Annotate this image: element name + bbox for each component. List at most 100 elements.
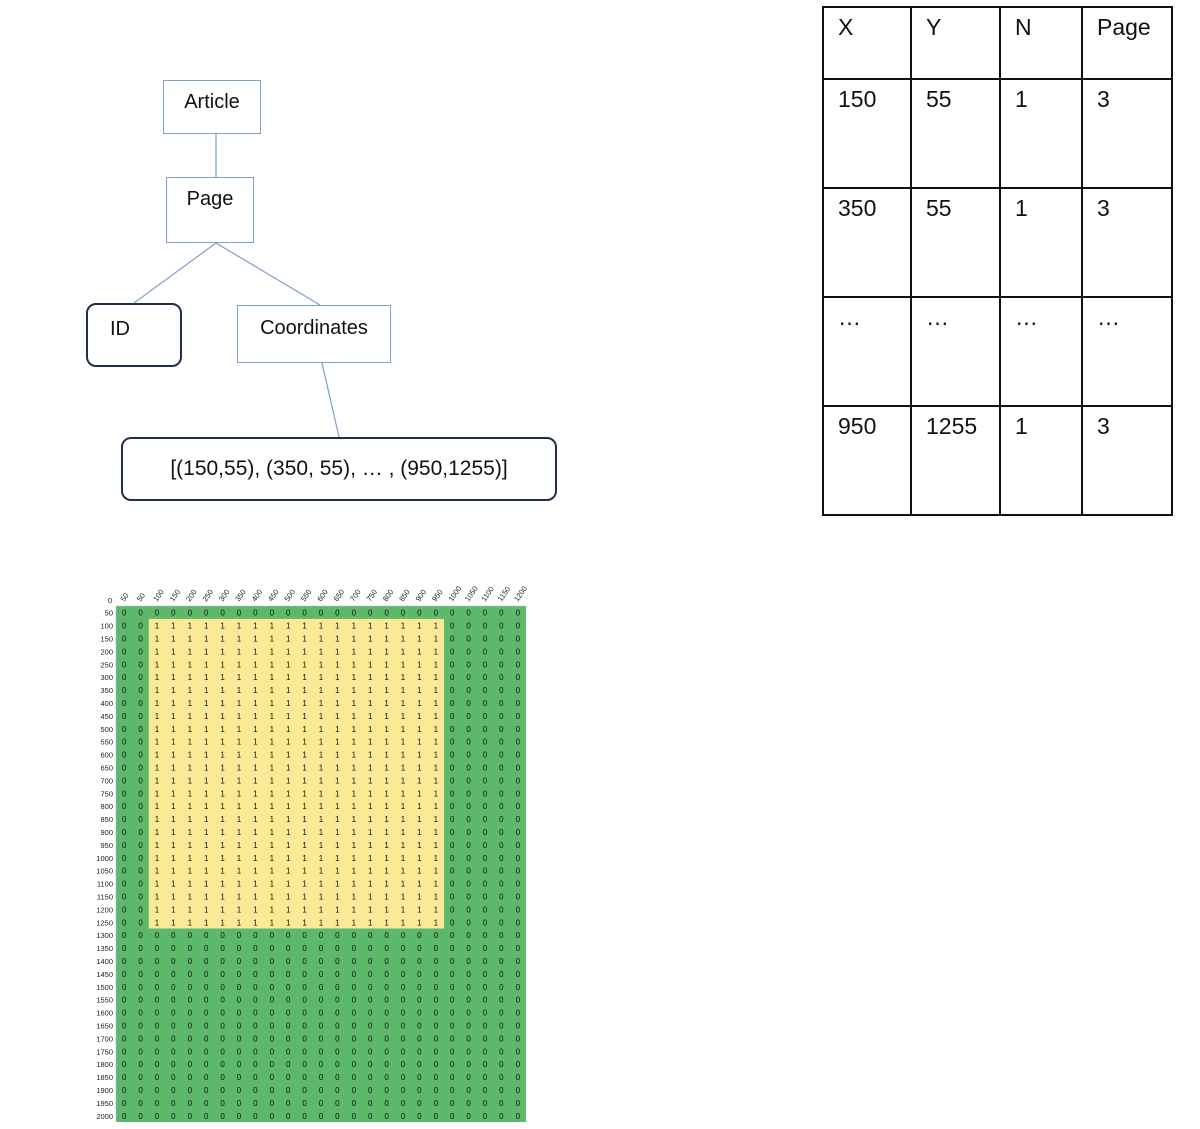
grid-cell-value: 0 bbox=[483, 609, 488, 618]
table-cell: … bbox=[822, 296, 912, 407]
grid-cell-value: 0 bbox=[204, 1086, 209, 1095]
grid-cell-value: 0 bbox=[483, 660, 488, 669]
grid-cell-value: 1 bbox=[434, 815, 439, 824]
grid-cell-value: 0 bbox=[352, 1073, 357, 1082]
grid-cell-value: 0 bbox=[352, 1112, 357, 1121]
grid-cell-value: 0 bbox=[483, 634, 488, 643]
grid-cell-value: 1 bbox=[434, 699, 439, 708]
grid-cell-value: 1 bbox=[171, 880, 176, 889]
grid-cell-value: 1 bbox=[368, 815, 373, 824]
grid-row-label: 100 bbox=[100, 622, 113, 631]
grid-cell-value: 0 bbox=[499, 1073, 504, 1082]
grid-cell-value: 1 bbox=[384, 789, 389, 798]
grid-cell-value: 1 bbox=[270, 712, 275, 721]
grid-cell-value: 1 bbox=[220, 880, 225, 889]
grid-column-label: 1000 bbox=[446, 584, 463, 603]
grid-cell-value: 1 bbox=[319, 802, 324, 811]
grid-cell-value: 1 bbox=[286, 673, 291, 682]
grid-cell-value: 0 bbox=[466, 1009, 471, 1018]
grid-cell-value: 1 bbox=[401, 789, 406, 798]
grid-cell-value: 0 bbox=[319, 1034, 324, 1043]
grid-cell-value: 1 bbox=[253, 867, 258, 876]
grid-cell-value: 0 bbox=[122, 1034, 127, 1043]
grid-cell-value: 1 bbox=[401, 673, 406, 682]
grid-cell-value: 1 bbox=[401, 841, 406, 850]
grid-cell-value: 0 bbox=[483, 1047, 488, 1056]
grid-cell-value: 1 bbox=[286, 622, 291, 631]
grid-cell-value: 0 bbox=[302, 609, 307, 618]
grid-cell-value: 0 bbox=[138, 725, 143, 734]
grid-cell-value: 1 bbox=[417, 660, 422, 669]
table-header-x: X bbox=[822, 6, 912, 80]
grid-cell-value: 1 bbox=[237, 867, 242, 876]
grid-row-label: 1000 bbox=[96, 854, 113, 863]
grid-cell-value: 1 bbox=[434, 918, 439, 927]
grid-cell-value: 1 bbox=[237, 622, 242, 631]
grid-cell-value: 0 bbox=[466, 660, 471, 669]
grid-row-label: 1550 bbox=[96, 996, 113, 1005]
grid-cell-value: 0 bbox=[286, 1009, 291, 1018]
grid-cell-value: 1 bbox=[270, 867, 275, 876]
grid-cell-value: 1 bbox=[188, 828, 193, 837]
grid-cell-value: 0 bbox=[466, 880, 471, 889]
grid-cell-value: 0 bbox=[286, 1021, 291, 1030]
grid-cell-value: 1 bbox=[368, 751, 373, 760]
grid-cell-value: 0 bbox=[122, 1021, 127, 1030]
grid-cell-value: 1 bbox=[220, 686, 225, 695]
grid-cell-value: 0 bbox=[499, 970, 504, 979]
grid-column-label: 450 bbox=[266, 588, 281, 603]
grid-cell-value: 0 bbox=[286, 931, 291, 940]
grid-row-label: 1050 bbox=[96, 867, 113, 876]
coordinates-node: Coordinates bbox=[237, 305, 391, 363]
grid-cell-value: 0 bbox=[237, 1112, 242, 1121]
grid-cell-value: 0 bbox=[155, 970, 160, 979]
grid-cell-value: 0 bbox=[352, 983, 357, 992]
grid-row-label: 250 bbox=[100, 660, 113, 669]
connector-coordinates-list bbox=[321, 362, 340, 438]
grid-row-label: 750 bbox=[100, 789, 113, 798]
grid-cell-value: 1 bbox=[302, 854, 307, 863]
grid-cell-value: 1 bbox=[253, 880, 258, 889]
grid-cell-value: 1 bbox=[319, 918, 324, 927]
grid-cell-value: 0 bbox=[384, 1086, 389, 1095]
grid-cell-value: 1 bbox=[335, 622, 340, 631]
grid-row-label: 1450 bbox=[96, 970, 113, 979]
grid-cell-value: 0 bbox=[138, 1099, 143, 1108]
grid-cell-value: 0 bbox=[466, 802, 471, 811]
grid-cell-value: 0 bbox=[286, 996, 291, 1005]
grid-cell-value: 1 bbox=[237, 647, 242, 656]
grid-cell-value: 0 bbox=[155, 957, 160, 966]
grid-row-label: 1750 bbox=[96, 1047, 113, 1056]
grid-cell-value: 0 bbox=[516, 725, 521, 734]
grid-cell-value: 1 bbox=[335, 699, 340, 708]
grid-cell-value: 0 bbox=[466, 622, 471, 631]
grid-cell-value: 1 bbox=[384, 880, 389, 889]
table-row: … … … … bbox=[822, 296, 1173, 407]
grid-cell-value: 0 bbox=[270, 1086, 275, 1095]
grid-row-label: 400 bbox=[100, 699, 113, 708]
table-row: 350 55 1 3 bbox=[822, 187, 1173, 298]
grid-row-label: 600 bbox=[100, 751, 113, 760]
grid-cell-value: 1 bbox=[155, 622, 160, 631]
grid-cell-value: 1 bbox=[220, 763, 225, 772]
grid-cell-value: 1 bbox=[286, 854, 291, 863]
grid-cell-value: 1 bbox=[302, 918, 307, 927]
grid-cell-value: 0 bbox=[466, 763, 471, 772]
grid-cell-value: 0 bbox=[516, 931, 521, 940]
grid-cell-value: 0 bbox=[499, 634, 504, 643]
grid-cell-value: 0 bbox=[434, 1112, 439, 1121]
grid-cell-value: 1 bbox=[368, 828, 373, 837]
grid-cell-value: 0 bbox=[171, 1047, 176, 1056]
grid-cell-value: 0 bbox=[286, 1034, 291, 1043]
grid-cell-value: 0 bbox=[253, 957, 258, 966]
grid-cell-value: 1 bbox=[368, 725, 373, 734]
grid-cell-value: 0 bbox=[368, 957, 373, 966]
grid-cell-value: 0 bbox=[450, 1099, 455, 1108]
grid-cell-value: 1 bbox=[417, 647, 422, 656]
grid-cell-value: 1 bbox=[352, 854, 357, 863]
grid-cell-value: 1 bbox=[237, 699, 242, 708]
grid-cell-value: 0 bbox=[516, 686, 521, 695]
grid-cell-value: 0 bbox=[122, 815, 127, 824]
grid-cell-value: 0 bbox=[368, 1021, 373, 1030]
grid-cell-value: 1 bbox=[319, 622, 324, 631]
